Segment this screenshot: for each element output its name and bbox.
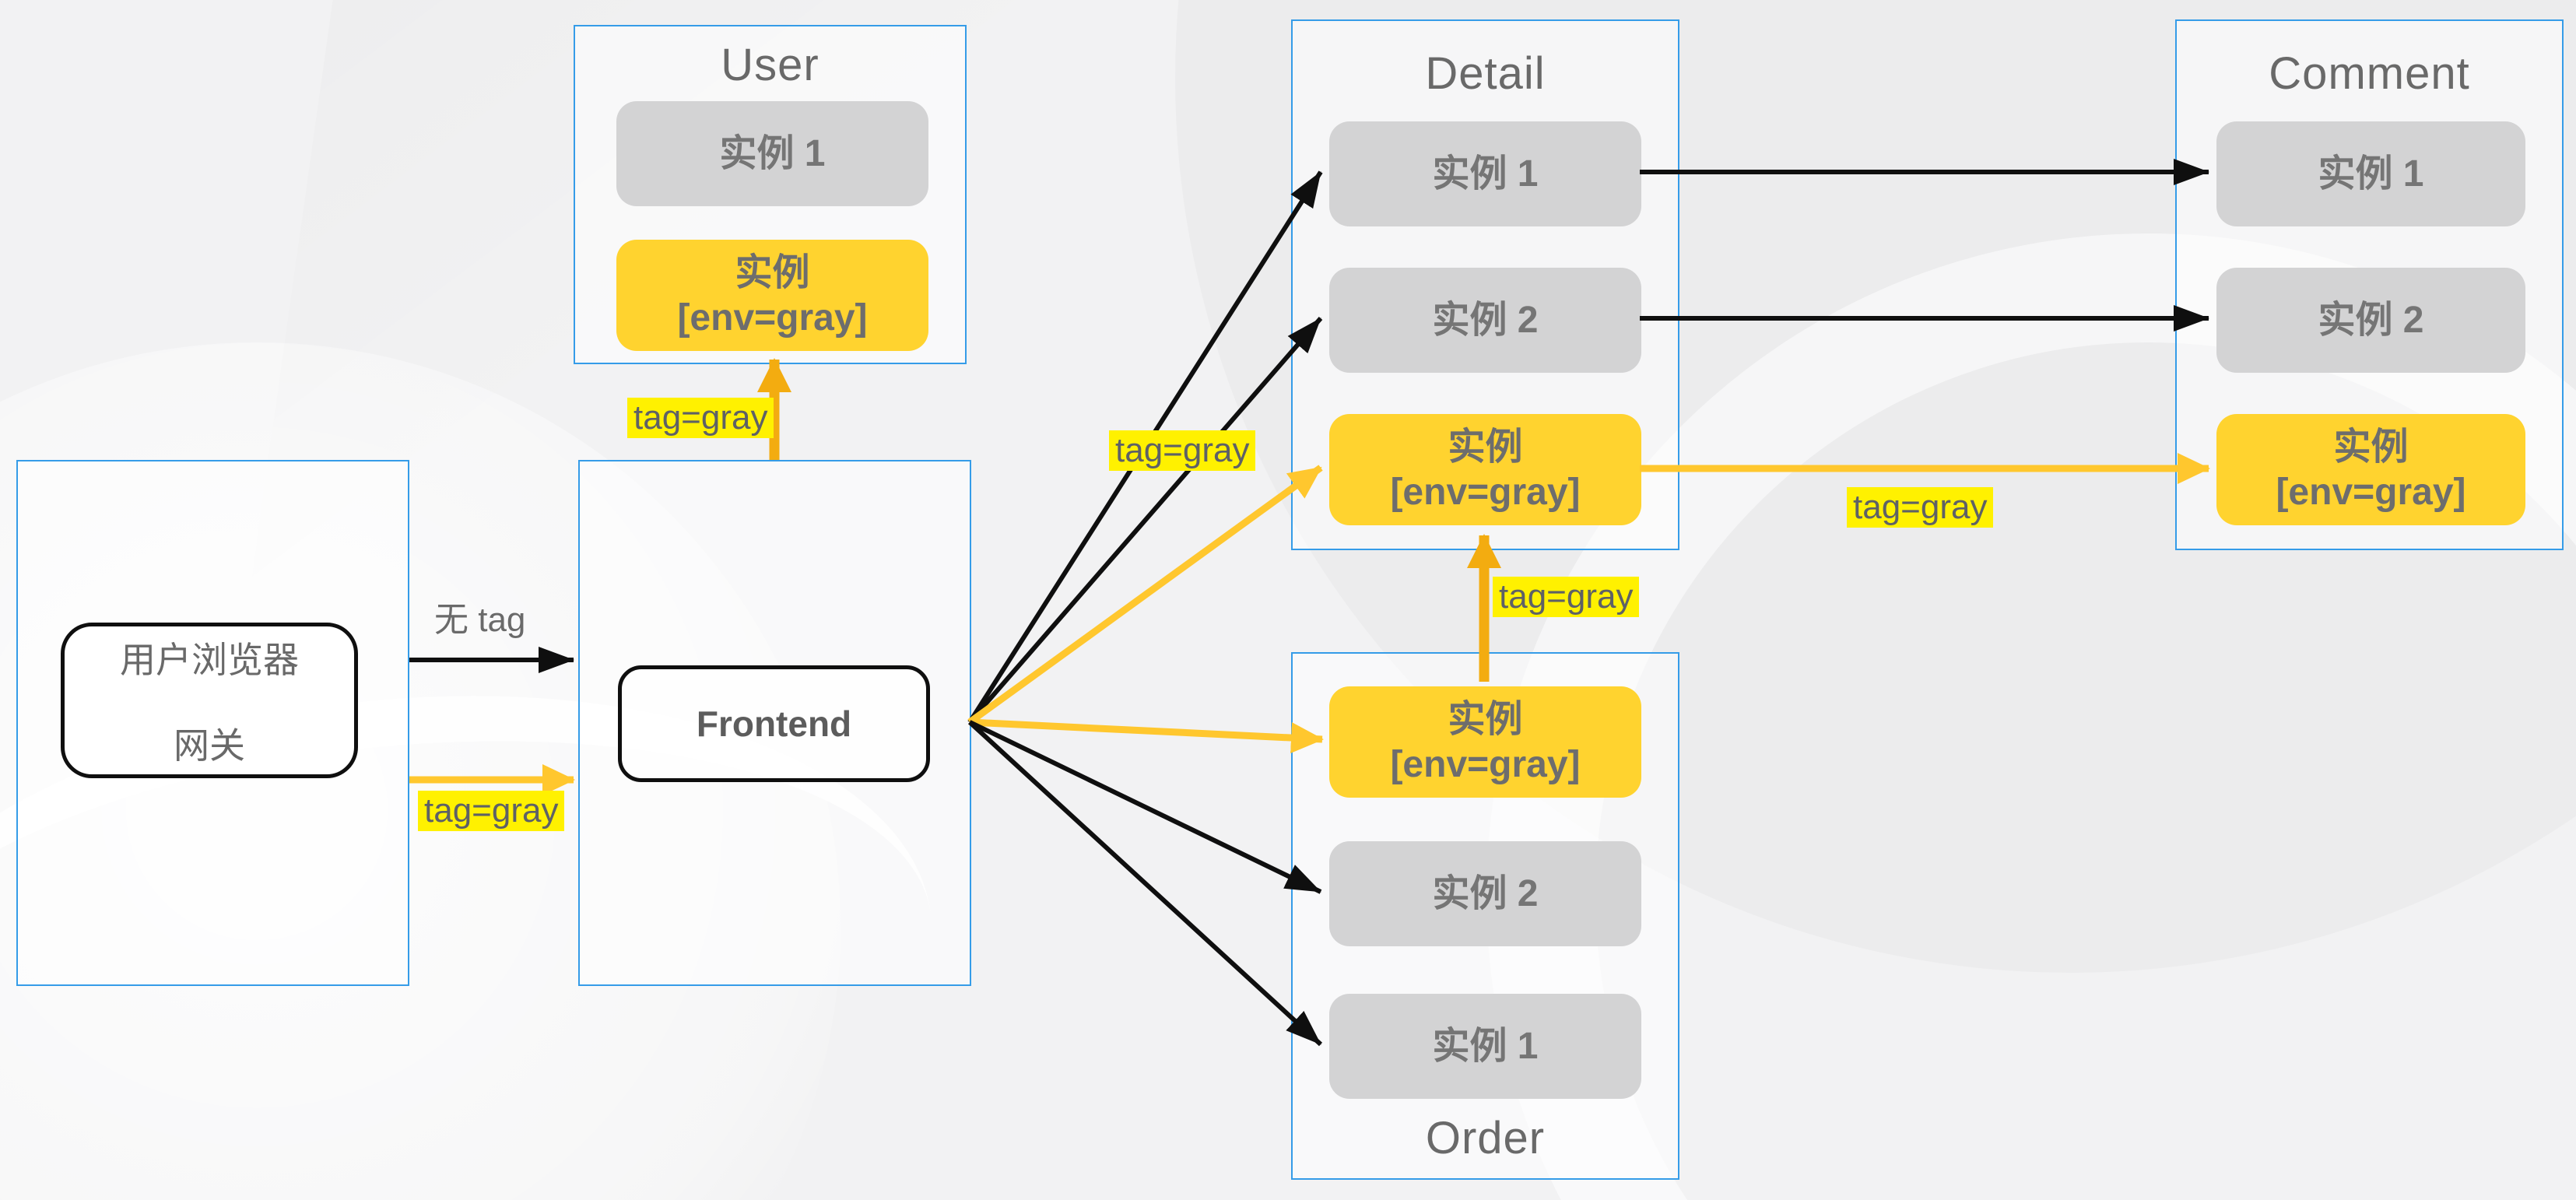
service-group-user: User 实例 1 实例 [env=gray] — [574, 25, 967, 364]
instance-label: 实例 2 — [1432, 299, 1539, 341]
instance-label: 实例 1 — [719, 132, 826, 174]
instance-order-1: 实例 1 — [1329, 994, 1641, 1099]
instance-env-tag: [env=gray] — [1390, 471, 1581, 513]
edge-label-no-tag: 无 tag — [434, 601, 526, 639]
instance-detail-1: 实例 1 — [1329, 121, 1641, 226]
frontend-group: Frontend — [578, 460, 971, 986]
instance-comment-gray-env: 实例 [env=gray] — [2216, 414, 2525, 525]
instance-order-2: 实例 2 — [1329, 841, 1641, 946]
service-title-order: Order — [1425, 1113, 1546, 1163]
service-title-comment: Comment — [2269, 48, 2470, 99]
edge-frontend-order-gray — [969, 718, 1324, 754]
instance-env-tag: [env=gray] — [1390, 743, 1581, 785]
service-title-user: User — [721, 40, 819, 90]
instance-label: 实例 — [2333, 426, 2409, 468]
instance-label: 实例 — [1448, 426, 1523, 468]
edge-frontend-order-1 — [967, 720, 1323, 1047]
instance-user-gray-env: 实例 [env=gray] — [616, 240, 928, 351]
edge-label-tag-gray-order-detail: tag=gray — [1493, 577, 1640, 617]
edge-label-tag-gray-gateway: tag=gray — [418, 791, 565, 831]
edge-frontend-detail-gray — [967, 465, 1323, 725]
instance-label: 实例 — [1448, 698, 1523, 740]
gateway-node: 用户浏览器 网关 — [61, 623, 358, 778]
gateway-group: 用户浏览器 网关 — [16, 460, 409, 986]
service-group-order: 实例 [env=gray] 实例 2 实例 1 Order — [1291, 652, 1679, 1180]
instance-env-tag: [env=gray] — [677, 296, 868, 339]
instance-comment-2: 实例 2 — [2216, 268, 2525, 373]
instance-label: 实例 1 — [2318, 153, 2424, 195]
instance-detail-gray-env: 实例 [env=gray] — [1329, 414, 1641, 525]
instance-label: 实例 — [735, 251, 810, 293]
service-group-comment: Comment 实例 1 实例 2 实例 [env=gray] — [2175, 19, 2564, 550]
instance-label: 实例 1 — [1432, 153, 1539, 195]
frontend-label: Frontend — [696, 704, 852, 744]
gateway-label-line1: 用户浏览器 — [120, 640, 299, 680]
edge-label-tag-gray-detail: tag=gray — [1109, 430, 1256, 471]
gateway-label-line2: 网关 — [174, 725, 245, 766]
instance-label: 实例 2 — [2318, 299, 2424, 341]
edge-frontend-detail-2 — [967, 317, 1323, 724]
instance-order-gray-env: 实例 [env=gray] — [1329, 686, 1641, 798]
edge-label-tag-gray-user: tag=gray — [627, 398, 774, 438]
service-group-detail: Detail 实例 1 实例 2 实例 [env=gray] — [1291, 19, 1679, 550]
edge-frontend-order-2 — [968, 720, 1322, 894]
instance-env-tag: [env=gray] — [2276, 471, 2466, 513]
instance-detail-2: 实例 2 — [1329, 268, 1641, 373]
instance-comment-1: 实例 1 — [2216, 121, 2525, 226]
instance-label: 实例 1 — [1432, 1025, 1539, 1067]
instance-label: 实例 2 — [1432, 872, 1539, 914]
instance-user-1: 实例 1 — [616, 101, 928, 206]
frontend-node: Frontend — [618, 665, 930, 782]
edge-label-tag-gray-comment: tag=gray — [1847, 487, 1994, 528]
service-title-detail: Detail — [1425, 48, 1546, 99]
